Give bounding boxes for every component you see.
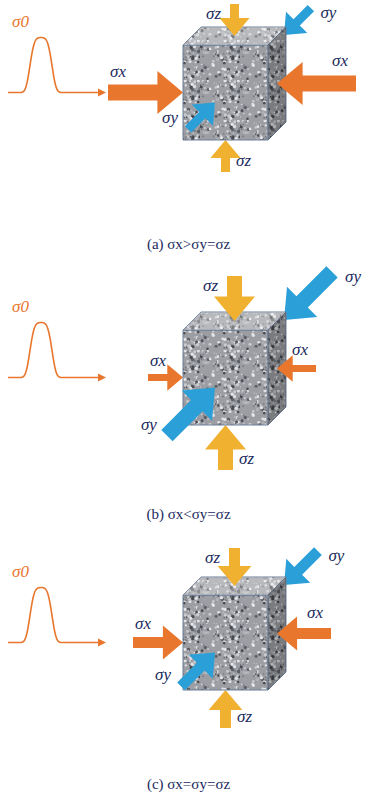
rock-cube [183, 27, 286, 140]
stress-arrow-y [185, 103, 215, 133]
stress-label: σy [155, 666, 171, 685]
stress-label: σx [150, 352, 166, 371]
stress-label: σx [292, 341, 308, 360]
subfigure-caption: (b) σx<σy=σz [147, 506, 231, 523]
pulse-wave [8, 323, 98, 378]
stress-label: σx [110, 63, 126, 82]
stress-label: σz [236, 152, 251, 171]
wave-label: σ0 [12, 298, 29, 317]
stress-label: σz [237, 708, 252, 727]
stress-label: σz [206, 5, 221, 24]
stress-label: σy [141, 416, 157, 435]
stress-label: σy [320, 4, 336, 23]
pulse-wave [8, 588, 98, 643]
stress-label: σy [345, 268, 361, 287]
stress-label: σz [203, 277, 218, 296]
stress-arrow-z [214, 276, 255, 321]
stress-label: σy [328, 547, 344, 566]
pulse-wave [8, 38, 98, 93]
stress-label: σx [332, 52, 348, 71]
wave-label: σ0 [12, 13, 29, 32]
stress-arrow-z [218, 548, 252, 586]
pulse-arrowhead [98, 374, 106, 382]
stress-arrow-y [284, 5, 314, 35]
stress-arrow-z [219, 4, 249, 36]
stress-arrow-y [284, 266, 338, 320]
stress-label: σx [135, 615, 151, 634]
wave-label: σ0 [12, 563, 29, 582]
stress-arrow-y [177, 653, 215, 691]
pulse-arrowhead [98, 639, 106, 647]
stress-label: σz [239, 450, 254, 469]
stress-arrow-y [284, 547, 322, 585]
panel [8, 266, 338, 470]
subfigure-caption: (c) σx=σy=σz [147, 776, 230, 793]
panel [8, 4, 356, 172]
cube-face [183, 45, 268, 140]
pulse-arrowhead [98, 89, 106, 97]
panel [8, 547, 331, 728]
subfigure-caption: (a) σx>σy=σz [147, 236, 230, 253]
stress-label: σy [162, 109, 178, 128]
stress-arrow-y [161, 388, 215, 442]
stress-label: σz [205, 549, 220, 568]
stress-label: σx [307, 604, 323, 623]
stress-arrow-x [277, 355, 316, 382]
